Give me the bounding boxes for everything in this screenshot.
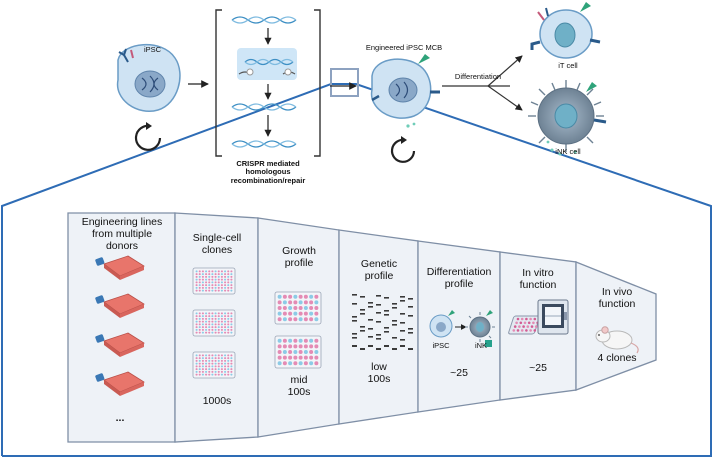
crispr-caption-line-1: CRISPR mediated — [236, 159, 300, 168]
flask-icon — [95, 255, 145, 280]
mcb-label: Engineered iPSC MCB — [365, 43, 443, 52]
stage-7-count: 4 clones — [597, 352, 637, 364]
stage-7-title-line-2: function — [598, 297, 636, 310]
well-plate-icon — [192, 309, 236, 337]
flask-icon — [95, 332, 145, 357]
stage-5-mini-left: iPSC — [432, 341, 450, 350]
stage-5-count: ~25 — [450, 367, 468, 379]
flask-icon — [95, 371, 145, 396]
stage-4-count-line-2: 100s — [367, 372, 391, 385]
stage-3-title: Growth profile — [259, 245, 339, 270]
stage-7-title: In vivo function — [578, 286, 656, 311]
stage-5-title-line-1: Differentiation — [426, 266, 492, 278]
well-plate-icon — [274, 335, 322, 369]
stage-3-count: mid 100s — [259, 374, 339, 399]
stage-1-title: Engineering lines from multiple donors — [70, 216, 174, 252]
stage-6-count: ~25 — [529, 362, 547, 374]
stage-6-title: In vitro function — [500, 267, 576, 292]
stage-6-title-line-2: function — [519, 278, 557, 291]
growth-plates — [274, 291, 322, 369]
stage-5-title: Differentiation profile — [418, 266, 500, 291]
stage-4-count-line-1: low — [371, 361, 387, 373]
stage-5-mini-right: iNK — [474, 341, 488, 350]
ipsc-label: iPSC — [144, 45, 162, 54]
stage-7-title-line-1: In vivo — [601, 286, 633, 298]
mcb-cycle-icon — [390, 136, 416, 163]
stage-2-title-line-1: Single-cell — [192, 232, 242, 244]
clone-plates — [192, 267, 236, 379]
flask-icon — [95, 293, 145, 318]
stage-2-title: Single-cell clones — [177, 232, 257, 257]
culture-flasks — [95, 255, 145, 396]
stage-5-title-line-2: profile — [444, 277, 474, 290]
stage-3-count-line-2: 100s — [287, 385, 311, 398]
in-vitro-assay — [508, 299, 569, 335]
crispr-caption: CRISPR mediated homologous recombination… — [218, 159, 318, 185]
differentiation-arrows — [442, 55, 523, 111]
stage-4-title-line-2: profile — [364, 269, 394, 282]
engineered-mcb-cell — [370, 54, 440, 128]
genetic-gel — [352, 294, 413, 350]
stage-3-title-line-1: Growth — [282, 245, 316, 257]
crispr-bracket — [215, 9, 321, 157]
receptor-icon — [118, 48, 134, 63]
well-plate-icon — [192, 267, 236, 295]
stage-4-count: low 100s — [340, 361, 418, 386]
well-plate-icon — [192, 351, 236, 379]
ipsc-cycle-icon — [134, 122, 162, 151]
stage-1-count: ... — [115, 412, 125, 424]
stage-3-title-line-2: profile — [284, 256, 314, 269]
stage-7-panel — [575, 261, 657, 391]
well-plate-icon — [274, 291, 322, 325]
mouse-icon — [595, 326, 639, 354]
differentiation-mini — [429, 310, 495, 347]
stage-1-title-line-1: Engineering lines — [81, 216, 163, 228]
stage-3-count-line-1: mid — [290, 374, 308, 386]
stage-1-title-line-2: from multiple — [91, 227, 153, 240]
stage-4-title-line-1: Genetic — [360, 258, 398, 270]
differentiation-label: Differentiation — [454, 72, 502, 81]
crispr-caption-line-3: recombination/repair — [230, 175, 306, 185]
stage-2-title-line-2: clones — [201, 243, 233, 256]
ipsc-cell — [116, 44, 181, 112]
ink-cell — [528, 80, 607, 156]
ink-cell-label: iNK cell — [555, 147, 581, 156]
stage-1-title-line-3: donors — [105, 239, 139, 252]
it-cell-label: iT cell — [558, 61, 578, 70]
stage-6-title-line-1: In vitro — [522, 267, 554, 279]
stage-4-title: Genetic profile — [340, 258, 418, 283]
crispr-caption-line-2: homologous — [245, 167, 291, 177]
stage-2-count: 1000s — [202, 395, 232, 407]
it-cell — [530, 2, 601, 59]
